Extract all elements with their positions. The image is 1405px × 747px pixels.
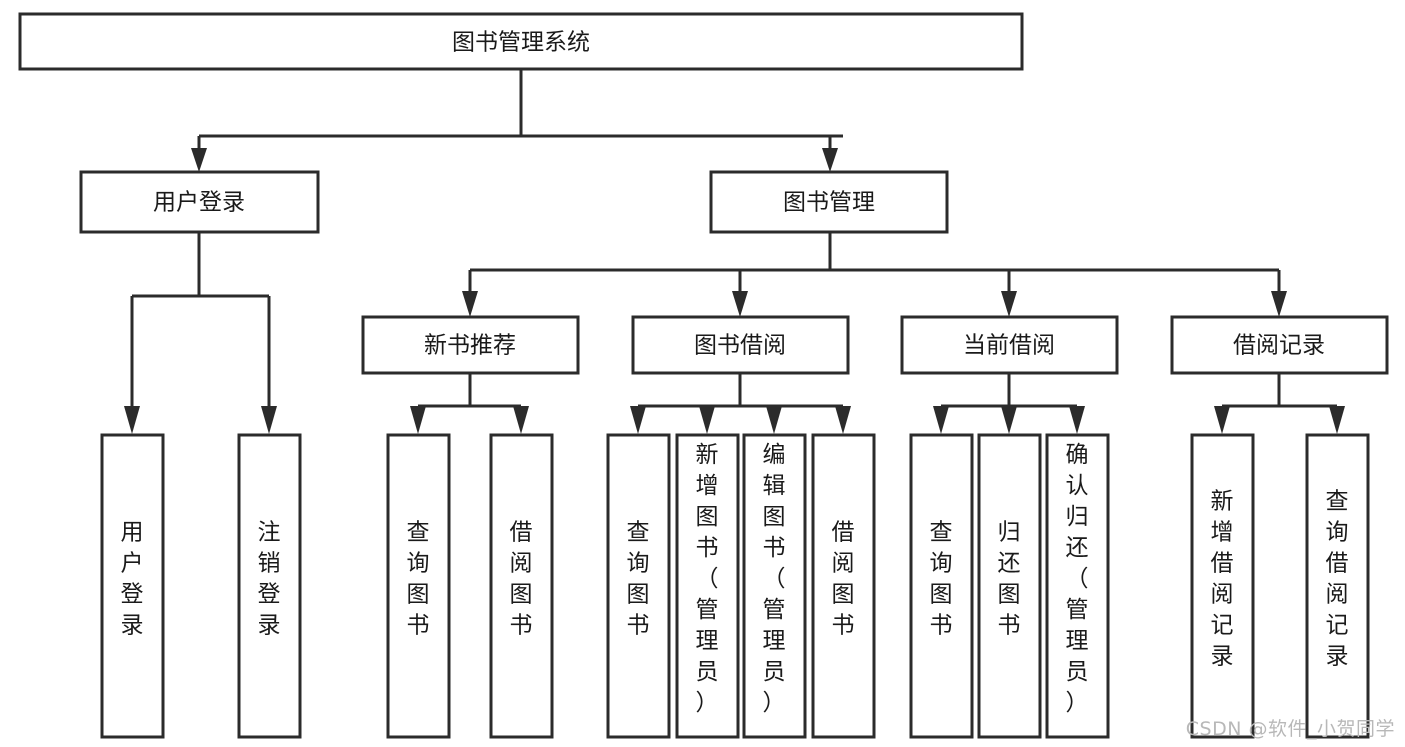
arrowhead-borrow-record [1271,291,1287,317]
connector-group-book-manage [462,232,1287,317]
node-new-book-rec[interactable]: 新书推荐 [361,315,580,375]
node-current-borrow-box[interactable] [900,315,1119,375]
leaf-label-current-borrow-0: 查询图书 [930,520,953,639]
leaf-box-book-borrow-3[interactable] [811,433,876,739]
node-root-label: 图书管理系统 [452,30,590,56]
arrowhead-br-leaf-2 [1329,406,1345,434]
leaf-node-new-book-rec-1[interactable]: 借阅图书 [489,433,554,739]
node-user-login[interactable]: 用户登录 [79,170,320,234]
leaf-box-book-borrow-1[interactable] [675,433,740,739]
leaf-box-current-borrow-2[interactable] [1045,433,1110,739]
node-user-login-box[interactable] [79,170,320,234]
leaf-box-user-login-0[interactable] [100,433,165,739]
leaf-box-new-book-rec-0[interactable] [386,433,451,739]
leaf-label-book-borrow-1: 新增图书（管理员） [696,442,719,716]
leaf-label-borrow-record-0: 新增借阅记录 [1211,489,1234,670]
leaf-box-user-login-1[interactable] [237,433,302,739]
leaf-node-user-login-1[interactable]: 注销登录 [237,433,302,739]
node-borrow-record[interactable]: 借阅记录 [1170,315,1389,375]
arrowhead-bb-leaf-4 [835,406,851,434]
leaf-node-book-borrow-1[interactable]: 新增图书（管理员） [675,433,740,739]
connector-group-current-borrow [933,373,1085,434]
node-user-login-label: 用户登录 [153,190,245,216]
leaf-box-book-borrow-2[interactable] [742,433,807,739]
node-book-borrow-box[interactable] [631,315,850,375]
arrowhead-bb-leaf-3 [766,406,782,434]
arrowhead-bb-leaf-2 [699,406,715,434]
connector-group-borrow-record [1214,373,1345,434]
leaf-node-book-borrow-3[interactable]: 借阅图书 [811,433,876,739]
leaf-node-current-borrow-2[interactable]: 确认归还（管理员） [1045,433,1110,739]
arrowhead-book-manage [822,148,838,172]
node-borrow-record-label: 借阅记录 [1233,333,1325,359]
leaf-box-borrow-record-1[interactable] [1305,433,1370,739]
leaf-node-borrow-record-0[interactable]: 新增借阅记录 [1190,433,1255,739]
leaf-label-book-borrow-3: 借阅图书 [832,520,855,639]
arrowhead-leaf-user-login [124,406,140,434]
leaf-box-book-borrow-0[interactable] [606,433,671,739]
connector-group-root [191,69,843,172]
arrowhead-leaf-logout [261,406,277,434]
leaf-node-borrow-record-1[interactable]: 查询借阅记录 [1305,433,1370,739]
leaf-node-current-borrow-0[interactable]: 查询图书 [909,433,974,739]
leaf-label-new-book-rec-1: 借阅图书 [510,520,533,639]
leaf-box-borrow-record-0[interactable] [1190,433,1255,739]
connector-group-user-login [124,232,277,434]
leaf-node-book-borrow-0[interactable]: 查询图书 [606,433,671,739]
leaf-label-user-login-1: 注销登录 [258,520,281,639]
leaf-box-new-book-rec-1[interactable] [489,433,554,739]
leaf-label-current-borrow-1: 归还图书 [998,520,1021,639]
connector-group-new-book-rec [410,373,529,434]
node-book-borrow[interactable]: 图书借阅 [631,315,850,375]
leaf-node-user-login-0[interactable]: 用户登录 [100,433,165,739]
connector-group-book-borrow [630,373,851,434]
leaf-box-current-borrow-1[interactable] [977,433,1042,739]
node-borrow-record-box[interactable] [1170,315,1389,375]
leaf-node-book-borrow-2[interactable]: 编辑图书（管理员） [742,433,807,739]
leaf-label-new-book-rec-0: 查询图书 [407,520,430,639]
arrowhead-cb-leaf-2 [1001,406,1017,434]
node-book-manage[interactable]: 图书管理 [709,170,949,234]
arrowhead-nbr-leaf-2 [513,406,529,434]
arrowhead-bb-leaf-1 [630,406,646,434]
arrowhead-nbr-leaf-1 [410,406,426,434]
node-root[interactable]: 图书管理系统 [18,12,1024,71]
node-current-borrow[interactable]: 当前借阅 [900,315,1119,375]
arrowhead-cb-leaf-1 [933,406,949,434]
node-new-book-rec-label: 新书推荐 [424,333,516,359]
node-book-borrow-label: 图书借阅 [694,333,786,359]
leaf-node-new-book-rec-0[interactable]: 查询图书 [386,433,451,739]
arrowhead-new-book-rec [462,291,478,317]
arrowhead-current-borrow [1001,291,1017,317]
node-new-book-rec-box[interactable] [361,315,580,375]
arrowhead-br-leaf-1 [1214,406,1230,434]
node-book-manage-box[interactable] [709,170,949,234]
node-current-borrow-label: 当前借阅 [963,333,1055,359]
leaf-label-book-borrow-0: 查询图书 [627,520,650,639]
arrowhead-cb-leaf-3 [1069,406,1085,434]
leaf-label-user-login-0: 用户登录 [121,520,144,639]
leaf-node-current-borrow-1[interactable]: 归还图书 [977,433,1042,739]
leaf-label-borrow-record-1: 查询借阅记录 [1326,489,1349,670]
leaf-label-current-borrow-2: 确认归还（管理员） [1066,442,1089,716]
leaf-box-current-borrow-0[interactable] [909,433,974,739]
leaf-label-book-borrow-2: 编辑图书（管理员） [763,442,786,716]
arrowhead-book-borrow [732,291,748,317]
node-root-box[interactable] [18,12,1024,71]
node-book-manage-label: 图书管理 [783,190,875,216]
arrowhead-user-login [191,148,207,172]
